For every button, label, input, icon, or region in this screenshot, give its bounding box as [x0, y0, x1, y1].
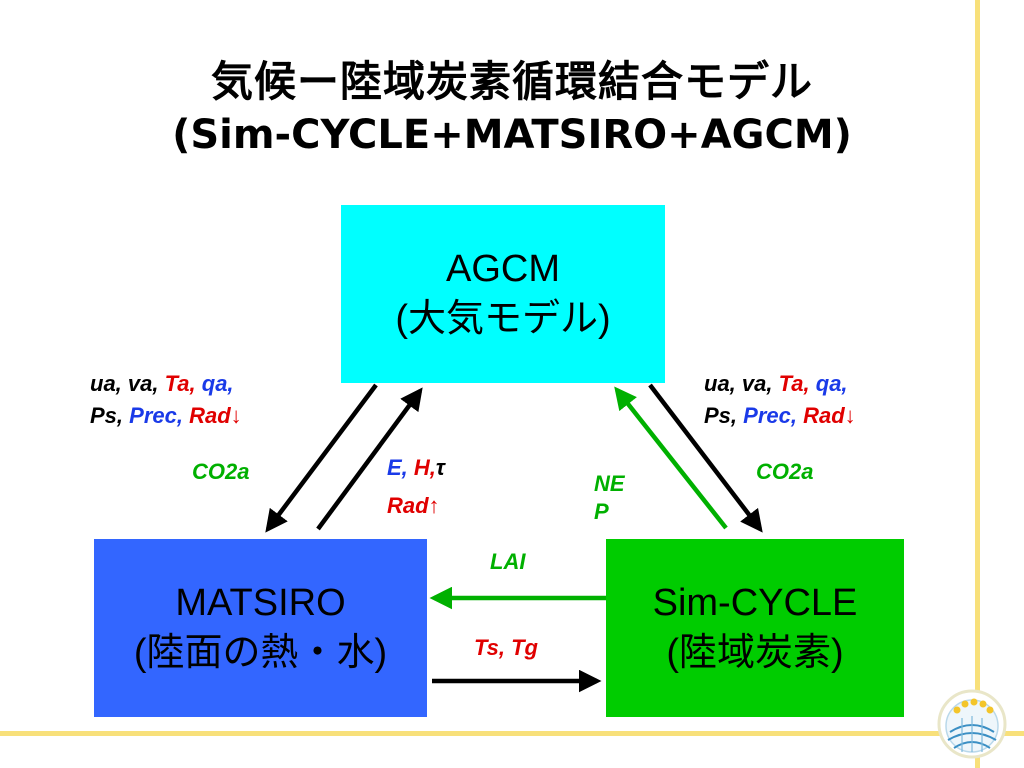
left-co2-label: CO2a [192, 459, 250, 484]
left-prec: Prec, [129, 402, 183, 428]
right-vars-line1: ua, va, Ta, qa, [704, 368, 856, 400]
ts-tg-label: Ts, Tg [474, 635, 538, 660]
right-co2-label: CO2a [756, 459, 814, 484]
right-va: va, [741, 371, 773, 396]
simcycle-title: Sim-CYCLE [652, 581, 858, 624]
left-rad: Rad↓ [189, 402, 242, 428]
nep-line2: P [594, 498, 609, 524]
simcycle-subtitle: (陸域炭素) [666, 632, 844, 674]
simcycle-box: Sim-CYCLE (陸域炭素) [606, 539, 904, 717]
nep-label: NE P [594, 470, 625, 525]
matsiro-title: MATSIRO [175, 581, 346, 624]
institution-logo-icon [937, 689, 1007, 759]
arrow-simcycle-to-agcm [614, 386, 728, 530]
flux-e: E, [387, 455, 408, 480]
right-prec: Prec, [743, 402, 797, 428]
matsiro-box: MATSIRO (陸面の熱・水) [94, 539, 427, 717]
upward-fluxes-line1: E, H,τ [387, 452, 445, 484]
left-ps: Ps, [90, 402, 124, 428]
flux-h: H, [413, 455, 436, 480]
right-rad: Rad↓ [803, 402, 856, 428]
right-forcing-vars: ua, va, Ta, qa, Ps, Prec, Rad↓ [704, 368, 856, 432]
arrow-agcm-to-matsiro [265, 383, 378, 533]
agcm-box: AGCM (大気モデル) [341, 205, 665, 383]
left-forcing-vars: ua, va, Ta, qa, Ps, Prec, Rad↓ [90, 368, 242, 432]
nep-line1: NE [594, 471, 625, 496]
slide-title: 気候ー陸域炭素循環結合モデル [210, 57, 813, 106]
frame-vertical-line [975, 0, 980, 768]
right-ua: ua, [704, 371, 736, 396]
left-vars-line2: Ps, Prec, Rad↓ [90, 400, 242, 432]
slide-subtitle: (Sim-CYCLE+MATSIRO+AGCM) [172, 112, 852, 158]
flux-tau: τ [435, 455, 445, 480]
upward-fluxes-label: E, H,τ Rad↑ [387, 452, 445, 522]
arrow-matsiro-to-agcm [316, 387, 423, 531]
matsiro-subtitle: (陸面の熱・水) [133, 632, 388, 674]
right-ta: Ta, [778, 371, 810, 396]
agcm-subtitle: (大気モデル) [395, 298, 611, 340]
arrow-agcm-to-simcycle [648, 383, 763, 533]
lai-label: LAI [490, 549, 526, 574]
right-qa: qa, [815, 371, 848, 396]
right-vars-line2: Ps, Prec, Rad↓ [704, 400, 856, 432]
left-qa: qa, [201, 371, 234, 396]
frame-horizontal-line [0, 731, 1024, 736]
agcm-title: AGCM [446, 247, 560, 290]
left-vars-line1: ua, va, Ta, qa, [90, 368, 242, 400]
right-ps: Ps, [704, 402, 738, 428]
left-va: va, [127, 371, 159, 396]
left-ta: Ta, [164, 371, 196, 396]
left-ua: ua, [90, 371, 122, 396]
flux-rad-up: Rad↑ [387, 492, 440, 518]
